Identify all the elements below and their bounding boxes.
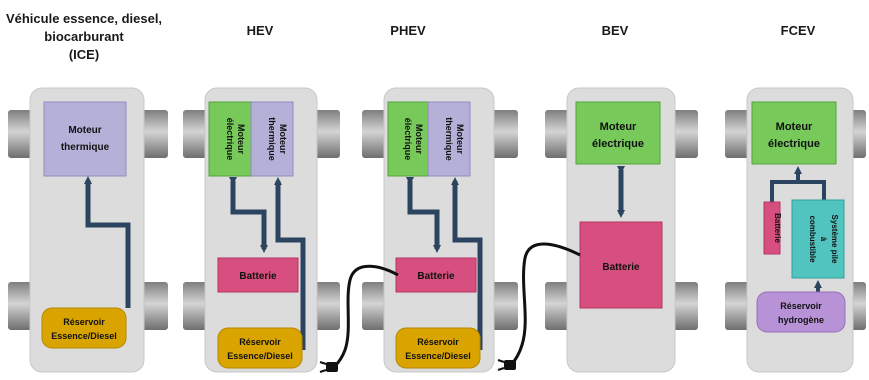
wheel [490,282,518,330]
battery-label: Batterie [239,271,277,282]
wheel [312,282,340,330]
bev-vehicle: Moteur électrique Batterie [497,87,698,373]
fuel-line-arrow [451,177,483,350]
ice-vehicle: Moteur thermique Réservoir Essence/Diese… [8,87,168,373]
fcev-title: FCEV [780,23,816,38]
thermal-motor-label: thermique [267,117,277,161]
electric-motor-box [208,101,252,177]
phev-vehicle: Moteur électrique Moteur thermique Batte… [319,87,518,373]
wheel [490,110,518,158]
thermal-motor-box [250,101,294,177]
wheel [312,110,340,158]
battery-label: Batterie [602,262,640,273]
charging-cable [510,242,581,365]
fuel-tank-label: Réservoir [239,337,281,347]
wheel [140,282,168,330]
wheel [545,110,573,158]
wheel [725,110,753,158]
ice-title: Véhicule essence, diesel, biocarburant (… [5,11,163,62]
hev-title: HEV [246,23,274,38]
hydrogen-tank-box [756,291,846,333]
battery-box [395,257,477,293]
wheel [725,282,753,330]
electric-motor-box [575,101,661,165]
electric-motor-label: Moteur [414,124,424,154]
thermal-motor-box [427,101,471,177]
fuel-tank-box [41,307,127,349]
thermal-motor-label: Moteur [278,124,288,154]
fuel-cell-label: à [819,237,828,242]
wheel [8,282,36,330]
wheel [140,110,168,158]
wheel [183,110,211,158]
wheel [545,282,573,330]
battery-label: Batterie [417,271,455,282]
hev-vehicle: Moteur électrique Moteur thermique Batte… [183,87,340,373]
fuel-line-arrow [84,176,131,308]
plug-icon [497,359,516,371]
fuel-tank-label: Réservoir [63,317,105,327]
wheel [8,110,36,158]
wheel [362,282,390,330]
electric-motor-label: électrique [768,138,820,150]
electric-motor-label: électrique [225,118,235,161]
battery-box [217,257,299,293]
wheel [670,110,698,158]
electric-motor-label: Moteur [776,121,813,133]
fuel-tank-label: Essence/Diesel [51,331,117,341]
phev-title: PHEV [390,23,426,38]
fuel-tank-box [395,327,481,369]
battery-link-arrow [229,177,268,253]
bev-title: BEV [601,23,629,38]
electric-motor-label: électrique [403,118,413,161]
plug-icon [319,361,338,373]
thermal-motor-label: Moteur [68,125,101,136]
hydrogen-tank-label: hydrogène [778,315,824,325]
fuel-tank-label: Essence/Diesel [227,351,293,361]
electric-motor-label: Moteur [600,121,637,133]
battery-label: Batterie [773,213,782,243]
wheel [670,282,698,330]
electric-motor-box [751,101,837,165]
electric-motor-label: électrique [592,138,644,150]
fuel-cell-label: combustible [808,215,817,263]
fuel-tank-label: Réservoir [417,337,459,347]
fuel-tank-label: Essence/Diesel [405,351,471,361]
wheel [183,282,211,330]
fcev-vehicle: Moteur électrique Batterie Système pile … [725,87,866,373]
battery-box [579,221,663,309]
wheel [362,110,390,158]
thermal-motor-box [43,101,127,177]
hydrogen-tank-label: Réservoir [780,301,822,311]
thermal-motor-label: Moteur [455,124,465,154]
fuel-cell-box [791,199,845,279]
charging-cable [333,264,399,368]
fuel-line-arrow [274,177,306,350]
battery-box [763,201,781,255]
battery-link-arrow [406,177,441,253]
fuel-tank-box [217,327,303,369]
thermal-motor-label: thermique [444,117,454,161]
fuel-cell-label: Système pile [830,215,839,264]
thermal-motor-label: thermique [61,142,110,153]
electric-motor-label: Moteur [236,124,246,154]
